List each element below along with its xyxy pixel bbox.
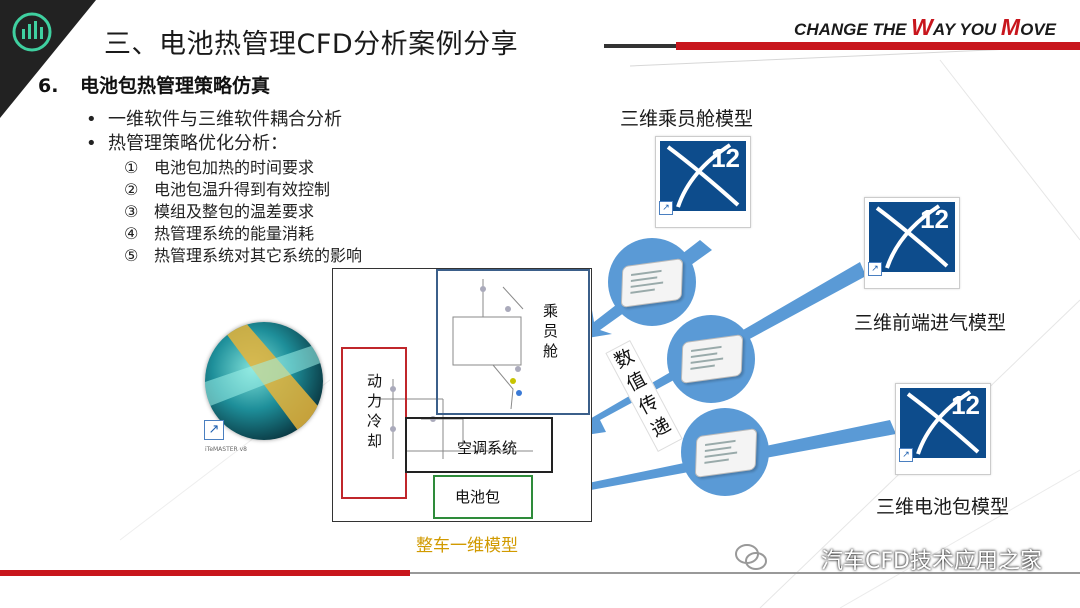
x-swoosh-icon xyxy=(875,204,949,269)
cabin-model-label: 三维乘员舱模型 xyxy=(620,108,754,130)
section-number: 6. xyxy=(38,75,59,97)
diagram-caption: 整车一维模型 xyxy=(416,536,518,556)
header-dark-bar xyxy=(604,44,676,48)
x-swoosh-icon xyxy=(906,390,980,455)
one-d-model-diagram: 乘 员 舱 动 力 冷 却 空调系统 电池包 xyxy=(332,268,592,522)
footer-red-bar xyxy=(0,570,410,576)
power-cooling-label: 动 力 冷 却 xyxy=(367,372,383,450)
slogan-part: OVE xyxy=(1020,20,1056,39)
app-tile: 12 xyxy=(900,388,986,458)
bullet-item: • 一维软件与三维软件耦合分析 xyxy=(86,105,342,131)
section-title: 电池包热管理策略仿真 xyxy=(80,75,271,97)
bullet-item: • 热管理策略优化分析： xyxy=(86,129,288,155)
slogan-part: CHANGE THE xyxy=(794,20,912,39)
battery-model-label: 三维电池包模型 xyxy=(876,496,1010,518)
footer-gray-bar xyxy=(410,572,1080,574)
bullet-text: 一维软件与三维软件耦合分析 xyxy=(108,109,342,130)
version-number: 12 xyxy=(711,143,740,173)
sub-item-text: 电池包加热的时间要求 xyxy=(154,158,315,177)
x-swoosh-icon xyxy=(666,143,740,208)
bg-line xyxy=(939,59,1080,241)
version-number: 12 xyxy=(920,204,949,234)
sub-item-mark: ① xyxy=(124,158,139,177)
data-transfer-label-wrap: 数 值 传 递 xyxy=(604,339,688,453)
sub-item-text: 热管理系统的能量消耗 xyxy=(154,224,315,243)
app-tile: 12 xyxy=(869,202,955,272)
ac-system-region xyxy=(405,417,553,473)
sub-item-text: 热管理系统对其它系统的影响 xyxy=(154,246,363,265)
front-intake-model-label: 三维前端进气模型 xyxy=(854,312,1007,334)
sub-item: ① 电池包加热的时间要求 xyxy=(124,154,314,178)
company-logo-icon xyxy=(12,12,52,52)
battery-pack-label: 电池包 xyxy=(455,488,501,506)
header-red-bar xyxy=(676,42,1080,50)
sub-item-mark: ③ xyxy=(124,202,139,221)
data-transfer-label: 数 值 传 递 xyxy=(605,339,683,453)
sub-item-text: 电池包温升得到有效控制 xyxy=(154,180,331,199)
sub-item-mark: ④ xyxy=(124,224,139,243)
sub-item-mark: ② xyxy=(124,180,139,199)
page-title: 三、电池热管理CFD分析案例分享 xyxy=(104,29,519,60)
slogan-part: AY YOU xyxy=(932,20,1001,39)
ac-system-label: 空调系统 xyxy=(457,439,518,457)
sub-item-mark: ⑤ xyxy=(124,246,139,265)
version-number: 12 xyxy=(951,390,980,420)
app-tile: 12 xyxy=(660,141,746,211)
shortcut-arrow-icon: ↗ xyxy=(659,201,673,215)
sub-item: ⑤ 热管理系统对其它系统的影响 xyxy=(124,242,362,266)
wechat-icon xyxy=(735,544,767,570)
itemaster-caption: iTeMASTER v8 xyxy=(205,446,247,453)
section-heading: 6. 电池包热管理策略仿真 xyxy=(38,71,270,98)
itemaster-app-icon[interactable]: iTeMASTER v8 xyxy=(205,322,323,453)
sub-item: ③ 模组及整包的温差要求 xyxy=(124,198,314,222)
battery-model-app-icon[interactable]: 12 ↗ xyxy=(895,383,991,475)
shortcut-arrow-icon: ↗ xyxy=(204,420,224,440)
shortcut-arrow-icon: ↗ xyxy=(868,262,882,276)
cabin-model-app-icon[interactable]: 12 ↗ xyxy=(655,136,751,228)
bg-line xyxy=(839,469,1080,608)
sub-item: ④ 热管理系统的能量消耗 xyxy=(124,220,314,244)
shortcut-arrow-icon: ↗ xyxy=(899,448,913,462)
bullet-dot: • xyxy=(86,109,97,130)
sub-item: ② 电池包温升得到有效控制 xyxy=(124,176,330,200)
cabin-region-label: 乘 员 舱 xyxy=(543,302,559,360)
sub-item-text: 模组及整包的温差要求 xyxy=(154,202,315,221)
slogan-letter-m: M xyxy=(1000,14,1021,40)
bullet-text: 热管理策略优化分析： xyxy=(108,133,288,154)
slogan-letter-w: W xyxy=(911,14,933,40)
watermark-text: 汽车CFD技术应用之家 xyxy=(821,549,1042,574)
schematic-lines xyxy=(373,279,533,459)
bullet-dot: • xyxy=(86,133,97,154)
data-transfer-text: 数 值 传 递 xyxy=(610,344,675,442)
battery-pack-region xyxy=(433,475,533,519)
front-intake-model-app-icon[interactable]: 12 ↗ xyxy=(864,197,960,289)
itemaster-logo-icon xyxy=(205,322,323,440)
cabin-region xyxy=(436,269,590,415)
itemaster-streaks xyxy=(205,322,323,440)
slogan: CHANGE THE WAY YOU MOVE xyxy=(794,14,1056,41)
